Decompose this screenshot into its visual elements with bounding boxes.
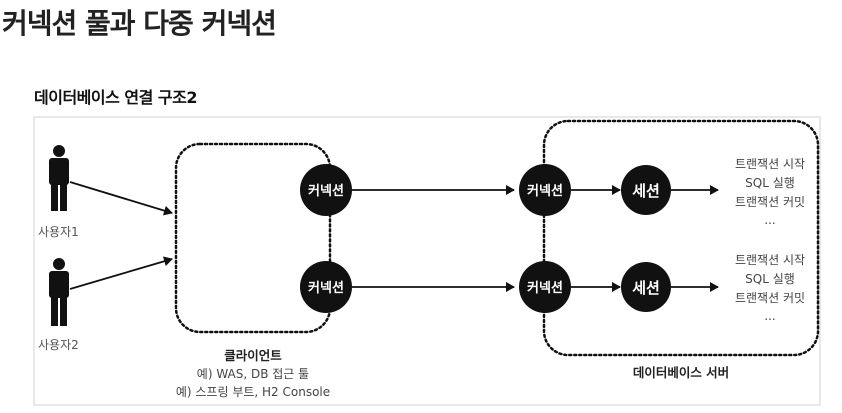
session-2-note: 트랜잭션 커밋 bbox=[735, 291, 805, 305]
session-1-notes: 트랜잭션 시작 SQL 실행 트랜잭션 커밋 ... bbox=[735, 157, 805, 227]
diagram-title: 데이터베이스 연결 구조2 bbox=[34, 88, 197, 107]
page-title: 커넥션 풀과 다중 커넥션 bbox=[2, 7, 277, 40]
database-server-box bbox=[542, 119, 820, 357]
user-2-icon bbox=[49, 258, 69, 326]
client-label: 클라이언트 bbox=[224, 348, 282, 363]
database-server-label: 데이터베이스 서버 bbox=[633, 365, 729, 380]
client-connection-label-2: 커넥션 bbox=[308, 281, 344, 296]
session-node-2 bbox=[621, 262, 671, 312]
client-example-1: 예) WAS, DB 접근 툴 bbox=[197, 367, 309, 381]
client-connection-label-1: 커넥션 bbox=[308, 184, 344, 199]
client-connection-node-1 bbox=[300, 164, 352, 216]
session-label-1: 세션 bbox=[632, 182, 660, 200]
client-example-2: 예) 스프링 부트, H2 Console bbox=[176, 385, 330, 399]
session-2-notes: 트랜잭션 시작 SQL 실행 트랜잭션 커밋 ... bbox=[735, 253, 805, 323]
user-2-label: 사용자2 bbox=[38, 338, 79, 352]
user-1-icon bbox=[49, 145, 69, 211]
session-2-note: SQL 실행 bbox=[745, 271, 795, 286]
diagram-frame bbox=[33, 116, 821, 406]
session-1-note: 트랜잭션 시작 bbox=[735, 157, 805, 171]
server-connection-label-2: 커넥션 bbox=[527, 281, 563, 296]
session-1-note: 트랜잭션 커밋 bbox=[735, 195, 805, 209]
session-node-1 bbox=[621, 165, 671, 215]
client-connection-node-2 bbox=[300, 261, 352, 313]
server-connection-label-1: 커넥션 bbox=[527, 184, 563, 199]
user-2-arrow bbox=[69, 256, 173, 290]
session-1-note: ... bbox=[764, 213, 775, 227]
server-connection-node-2 bbox=[519, 261, 571, 313]
server-connection-node-1 bbox=[519, 164, 571, 216]
client-box bbox=[174, 142, 332, 334]
user-1-label: 사용자1 bbox=[38, 225, 79, 239]
user-1-arrow bbox=[69, 181, 173, 216]
session-label-2: 세션 bbox=[632, 279, 660, 297]
session-1-note: SQL 실행 bbox=[745, 175, 795, 190]
session-2-note: 트랜잭션 시작 bbox=[735, 253, 805, 267]
session-2-note: ... bbox=[764, 309, 775, 323]
